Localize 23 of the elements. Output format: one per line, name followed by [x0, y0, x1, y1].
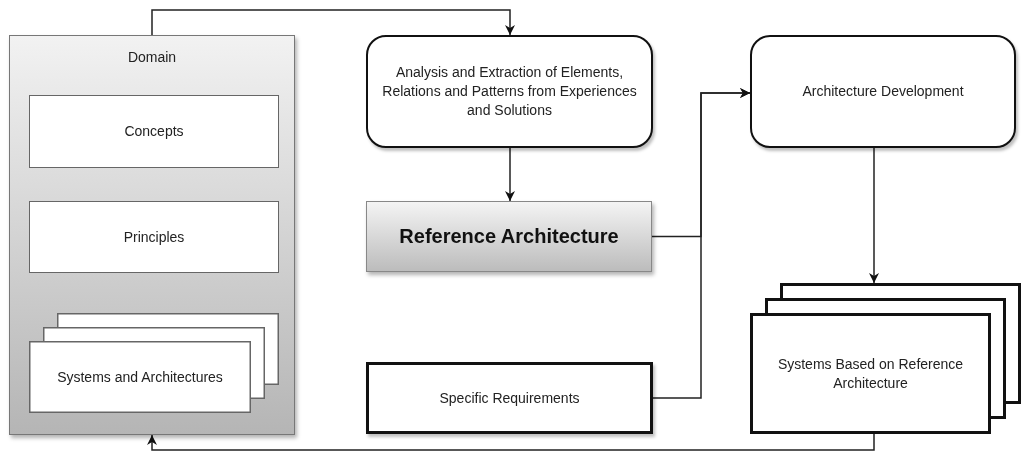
rounded-process-box	[366, 35, 653, 148]
connector-arrow	[147, 433, 875, 451]
box-label: Reference Architecture	[399, 224, 619, 249]
highlighted-box	[366, 201, 652, 272]
connector-arrow	[652, 88, 751, 399]
box-label: Systems and Architectures	[56, 367, 224, 387]
box-label: Specific Requirements	[439, 388, 580, 408]
group-panel	[9, 35, 295, 435]
connector-arrow	[151, 9, 515, 36]
connector-arrow	[869, 147, 879, 284]
box-label: Analysis and Extraction of Elements, Relations and Patterns from Experiences and Solutions	[381, 63, 638, 120]
connector-arrow	[505, 147, 515, 202]
document-stack	[29, 313, 279, 413]
box-label: Concepts	[124, 122, 184, 141]
process-box	[366, 362, 653, 434]
process-box	[29, 95, 279, 168]
process-box	[29, 201, 279, 273]
box-label: Principles	[123, 227, 185, 247]
rounded-process-box	[750, 35, 1016, 148]
panel-heading: Domain	[127, 48, 177, 67]
document-stack	[750, 283, 1021, 434]
box-label: Architecture Development	[802, 82, 964, 101]
box-label: Systems Based on Reference Architecture	[776, 354, 965, 393]
